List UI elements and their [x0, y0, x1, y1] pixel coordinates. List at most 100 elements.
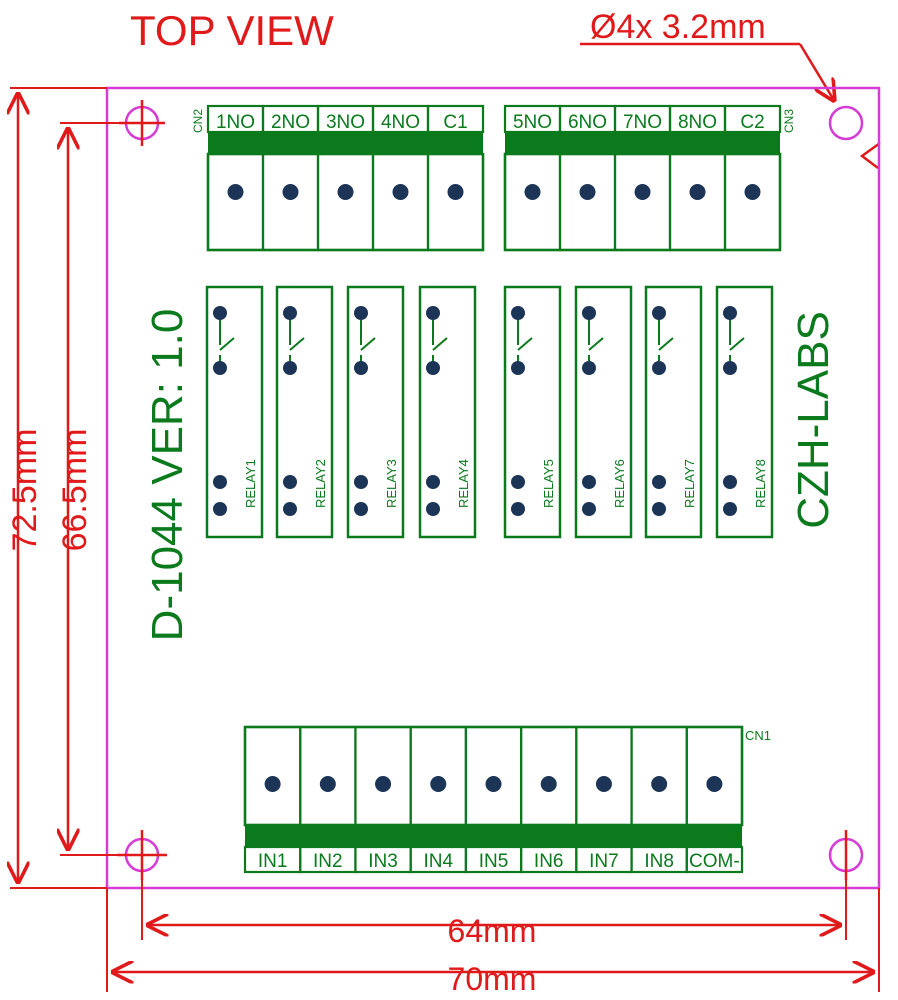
cn3-terminal-cell	[723, 152, 782, 252]
relay-pin-pad	[511, 475, 525, 489]
relay-pin-pad	[213, 502, 227, 516]
relay-pin-pad	[652, 502, 666, 516]
relay-6: RELAY6	[574, 285, 633, 539]
cn2-pins: 1NO 2NO 3NO 4NO C1	[206, 104, 485, 252]
relay-pin-pad	[283, 306, 297, 320]
cn1-terminal-cell	[685, 725, 744, 827]
width-outer-label: 70mm	[448, 961, 537, 997]
relay-label: RELAY4	[456, 459, 471, 508]
relay-pin-pad	[652, 475, 666, 489]
cn3-label: CN3	[782, 109, 796, 133]
relay-pin-pad	[511, 361, 525, 375]
cn1-pin-label: IN8	[644, 851, 674, 872]
dimension-width-inner: 64mm	[141, 880, 847, 949]
relay-7: RELAY7	[644, 285, 703, 539]
cn1-pin-label: IN6	[534, 851, 564, 872]
relay-1: RELAY1	[205, 285, 264, 539]
hole-note: Ø4x 3.2mm	[590, 8, 766, 46]
relay-pin-pad	[511, 306, 525, 320]
cn3-pin-label-box	[723, 104, 782, 134]
cn2-terminal-cell	[426, 152, 485, 252]
hole-note-leader	[798, 43, 835, 102]
relay-5: RELAY5	[503, 285, 562, 539]
relay-pin-pad	[582, 502, 596, 516]
cn3-screw-pad	[579, 184, 596, 200]
dimension-height-outer: 72.5mm	[6, 87, 107, 889]
height-outer-label: 72.5mm	[6, 429, 44, 552]
cn1-screw-pad	[430, 776, 447, 792]
dimension-width-outer: 70mm	[106, 888, 880, 997]
model-label: D-1044 VER: 1.0	[143, 309, 192, 642]
cn2-pin-label: 4NO	[381, 112, 420, 133]
cn1-screw-pad	[485, 776, 502, 792]
relay-pin-pad	[354, 306, 368, 320]
relay-pin-pad	[723, 361, 737, 375]
cn1-pin-label: IN7	[589, 851, 619, 872]
relay-pin-pad	[354, 475, 368, 489]
cn1-label: CN1	[745, 728, 771, 743]
cn1-screw-pad	[651, 776, 668, 792]
relay-label: RELAY2	[313, 459, 328, 508]
cn3-pin-label: C2	[740, 112, 764, 133]
cn1-screw-pad	[319, 776, 336, 792]
width-inner-label: 64mm	[448, 913, 537, 949]
relay-pin-pad	[582, 475, 596, 489]
cn2-terminal-cell	[261, 152, 320, 252]
cn1-pin-label-box	[685, 845, 744, 874]
dimension-height-inner: 66.5mm	[56, 122, 119, 856]
cn1-header-bar	[245, 825, 742, 847]
relay-4: RELAY4	[418, 285, 477, 539]
cn3-terminal-cell	[668, 152, 727, 252]
cn1-pin-label: IN2	[313, 851, 343, 872]
cn2-screw-pad	[227, 184, 244, 200]
cn1-pin-label: IN4	[423, 851, 453, 872]
relay-2: RELAY2	[275, 285, 334, 539]
board-outline	[105, 86, 881, 890]
relay-pin-pad	[582, 361, 596, 375]
cn1-pin-label: IN3	[368, 851, 398, 872]
cn1-pin-label: COM-	[689, 851, 740, 872]
cn1-screw-pad	[375, 776, 392, 792]
cn3-screw-pad	[744, 184, 761, 200]
cn2-screw-pad	[447, 184, 464, 200]
relay-pin-pad	[283, 475, 297, 489]
mounting-hole-top-left	[119, 100, 165, 146]
height-inner-label: 66.5mm	[56, 429, 94, 552]
terminal-block-cn2: CN2 1NO 2NO 3NO 4NO C1	[191, 104, 485, 252]
cn1-screw-pad	[264, 776, 281, 792]
cn2-terminal-cell	[206, 152, 265, 252]
cn2-pin-label: 3NO	[326, 112, 365, 133]
relay-pin-pad	[283, 361, 297, 375]
cn2-label: CN2	[191, 109, 205, 133]
cn1-screw-pad	[540, 776, 557, 792]
cn2-pin-label: 1NO	[216, 112, 255, 133]
cn3-pin-label: 5NO	[513, 112, 552, 133]
mounting-hole-bottom-left	[117, 830, 167, 880]
cn3-terminal-cell	[503, 152, 562, 252]
cn2-screw-pad	[337, 184, 354, 200]
cn2-pin-label: C1	[443, 112, 467, 133]
relay-label: RELAY3	[384, 459, 399, 508]
relay-pin-pad	[354, 502, 368, 516]
cn2-terminal-cell	[316, 152, 375, 252]
hole-note-arrow-bottom	[859, 141, 881, 169]
relay-8: RELAY8	[715, 285, 774, 539]
cn2-terminal-cell	[371, 152, 430, 252]
cn3-pin-label: 7NO	[623, 112, 662, 133]
relay-3: RELAY3	[346, 285, 405, 539]
cn2-pin-label: 2NO	[271, 112, 310, 133]
brand-label: CZH-LABS	[789, 311, 838, 529]
relay-pin-pad	[283, 502, 297, 516]
relay-pin-pad	[582, 306, 596, 320]
cn3-screw-pad	[634, 184, 651, 200]
relay-pin-pad	[723, 475, 737, 489]
relay-label: RELAY7	[682, 459, 697, 508]
relay-pin-pad	[426, 502, 440, 516]
relay-pin-pad	[723, 502, 737, 516]
relay-pin-pad	[213, 306, 227, 320]
cn1-screw-pad	[706, 776, 723, 792]
mounting-hole-top-right	[828, 105, 864, 141]
